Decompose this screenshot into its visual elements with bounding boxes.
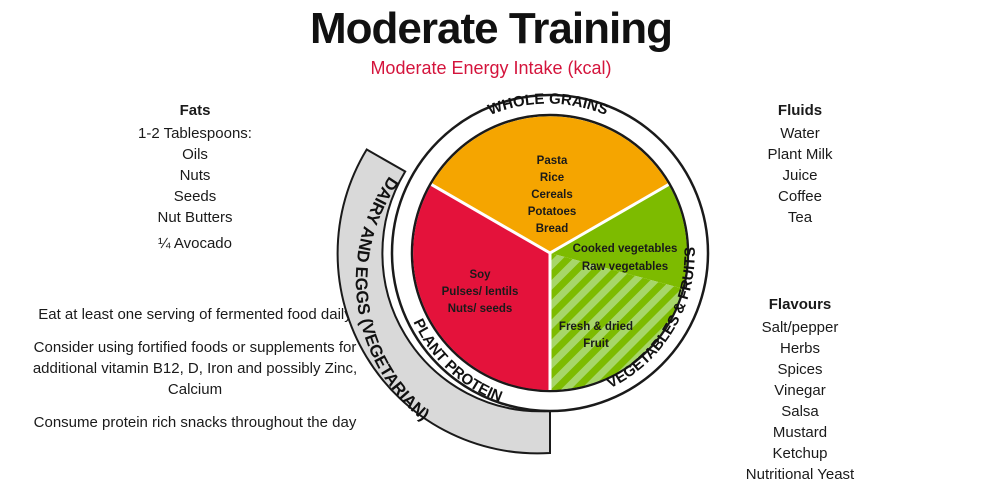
grains-segment xyxy=(431,116,669,253)
protein-segment xyxy=(413,184,550,390)
flavours-item: Herbs xyxy=(779,340,820,357)
fluids-heading: Fluids xyxy=(777,102,823,119)
vegetables-items: Cooked vegetables Raw vegetables xyxy=(573,243,678,273)
grains-item: Bread xyxy=(536,223,569,235)
fats-item: Seeds xyxy=(173,188,217,205)
segment-divider xyxy=(549,183,670,255)
grains-item: Pasta xyxy=(537,155,568,167)
flavours-item: Salsa xyxy=(781,403,819,420)
fats-item: Nut Butters xyxy=(157,209,233,226)
flavours-item: Vinegar xyxy=(774,382,826,399)
page-subtitle: Moderate Energy Intake (kcal) xyxy=(370,58,612,78)
fluids-item: Coffee xyxy=(778,188,822,205)
fluids-item: Juice xyxy=(782,167,818,184)
flavours-item: Spices xyxy=(777,361,823,378)
flavours-heading: Flavours xyxy=(768,296,832,313)
fats-item: Oils xyxy=(182,146,208,163)
flavours-item: Ketchup xyxy=(772,445,828,462)
grains-item: Potatoes xyxy=(528,206,577,218)
fruit-item: Fresh & dried xyxy=(559,321,633,333)
fats-section: Fats 1-2 Tablespoons: Oils Nuts Seeds Nu… xyxy=(110,100,280,254)
note-fortified: Consider using fortified foods or supple… xyxy=(32,339,358,398)
protein-items: Soy Pulses/ lentils Nuts/ seeds xyxy=(442,269,519,315)
grains-item: Cereals xyxy=(531,189,573,201)
protein-item: Soy xyxy=(469,269,491,281)
vegetables-item: Cooked vegetables xyxy=(573,243,678,255)
vegetables-item: Raw vegetables xyxy=(582,261,668,273)
fats-heading: Fats xyxy=(179,102,211,119)
grains-items: Pasta Rice Cereals Potatoes Bread xyxy=(528,155,577,235)
flavours-item: Nutritional Yeast xyxy=(745,466,855,483)
note-fermented: Eat at least one serving of fermented fo… xyxy=(38,306,352,323)
note-snacks: Consume protein rich snacks throughout t… xyxy=(33,414,357,431)
flavours-item: Salt/pepper xyxy=(761,319,839,336)
flavours-item: Mustard xyxy=(772,424,828,441)
grains-item: Rice xyxy=(540,172,564,184)
fats-extra: ¼ Avocado xyxy=(158,235,232,252)
dairy-band xyxy=(336,148,551,455)
segment-divider xyxy=(430,183,551,255)
fats-item: Nuts xyxy=(179,167,211,184)
fruit-item: Fruit xyxy=(583,338,609,350)
protein-item: Pulses/ lentils xyxy=(442,286,519,298)
advice-notes: Eat at least one serving of fermented fo… xyxy=(30,304,360,445)
fluids-item: Water xyxy=(780,125,820,142)
fruit-segment xyxy=(550,253,683,390)
flavours-section: Flavours Salt/pepper Herbs Spices Vinega… xyxy=(720,294,880,485)
fluids-section: Fluids Water Plant Milk Juice Coffee Tea xyxy=(720,100,880,228)
fruit-items: Fresh & dried Fruit xyxy=(559,321,633,350)
vegetables-segment xyxy=(550,184,687,289)
fluids-item: Plant Milk xyxy=(767,146,833,163)
page-title: Moderate Training xyxy=(310,4,673,53)
fats-item: 1-2 Tablespoons: xyxy=(138,125,252,142)
fluids-item: Tea xyxy=(787,209,813,226)
protein-item: Nuts/ seeds xyxy=(448,303,513,315)
